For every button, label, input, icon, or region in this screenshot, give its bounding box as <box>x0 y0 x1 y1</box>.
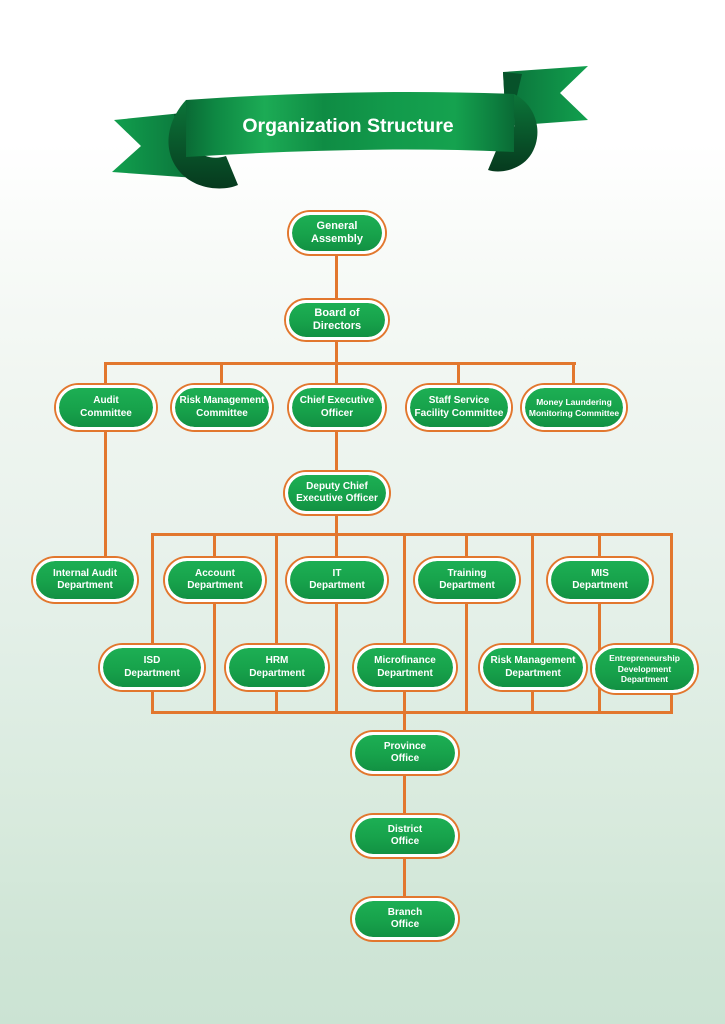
node-hrm-department: HRM Department <box>226 645 328 690</box>
connector-ceo-deputy <box>335 430 338 472</box>
connector-drop-training <box>465 533 468 558</box>
node-district-office: District Office <box>352 815 458 857</box>
connector-riser-account <box>213 602 216 713</box>
node-microfinance-department: Microfinance Department <box>354 645 456 690</box>
connector-province-district <box>403 774 406 815</box>
connector-drop-money-laundering <box>572 362 575 385</box>
connector-committee-rail <box>104 362 576 365</box>
node-account-department: Account Department <box>165 558 265 602</box>
node-isd-department: ISD Department <box>100 645 204 690</box>
connector-drop-account <box>213 533 216 558</box>
node-general-assembly: General Assembly <box>289 212 385 254</box>
page-title: Organization Structure <box>242 115 453 137</box>
node-board-of-directors: Board of Directors <box>286 300 388 340</box>
node-chief-executive-officer: Chief Executive Officer <box>289 385 385 430</box>
node-branch-office: Branch Office <box>352 898 458 940</box>
connector-district-branch <box>403 857 406 898</box>
connector-deputy-rail <box>335 514 338 535</box>
connector-riser-isd <box>151 690 154 713</box>
connector-riser-it <box>335 602 338 713</box>
ribbon-banner: Organization Structure <box>112 66 588 189</box>
node-staff-service-facility-committee: Staff Service Facility Committee <box>407 385 511 430</box>
connector-drop-hrm <box>275 533 278 645</box>
connector-drop-audit <box>104 362 107 385</box>
node-training-department: Training Department <box>415 558 519 602</box>
connector-drop-risk-committee <box>220 362 223 385</box>
connector-drop-it <box>335 533 338 558</box>
connector-drop-risk-department <box>531 533 534 645</box>
connector-department-rail <box>151 533 673 536</box>
node-internal-audit-department: Internal Audit Department <box>33 558 137 602</box>
node-risk-management-committee: Risk Management Committee <box>172 385 272 430</box>
connector-audit-internal-audit <box>104 430 107 558</box>
node-province-office: Province Office <box>352 732 458 774</box>
node-it-department: IT Department <box>287 558 387 602</box>
connector-riser-training <box>465 602 468 713</box>
node-risk-management-department: Risk Management Department <box>480 645 586 690</box>
node-deputy-chief-executive-officer: Deputy Chief Executive Officer <box>285 472 389 514</box>
ribbon-left-curl <box>168 100 238 189</box>
connector-drop-entrepreneurship <box>670 533 673 714</box>
connector-bottom-rail <box>151 711 673 714</box>
node-audit-committee: Audit Committee <box>56 385 156 430</box>
connector-riser-hrm <box>275 690 278 713</box>
connector-drop-microfinance <box>403 533 406 645</box>
connector-ga-bod <box>335 253 338 300</box>
node-mis-department: MIS Department <box>548 558 652 602</box>
node-entrepreneurship-development-department: Entrepreneurship Development Department <box>592 645 697 693</box>
connector-riser-risk-department <box>531 690 534 713</box>
connector-drop-isd <box>151 533 154 645</box>
ribbon-band <box>186 92 514 157</box>
node-money-laundering-monitoring-committee: Money Laundering Monitoring Committee <box>522 385 626 430</box>
connector-drop-staff-service <box>457 362 460 385</box>
connector-drop-mis <box>598 533 601 558</box>
